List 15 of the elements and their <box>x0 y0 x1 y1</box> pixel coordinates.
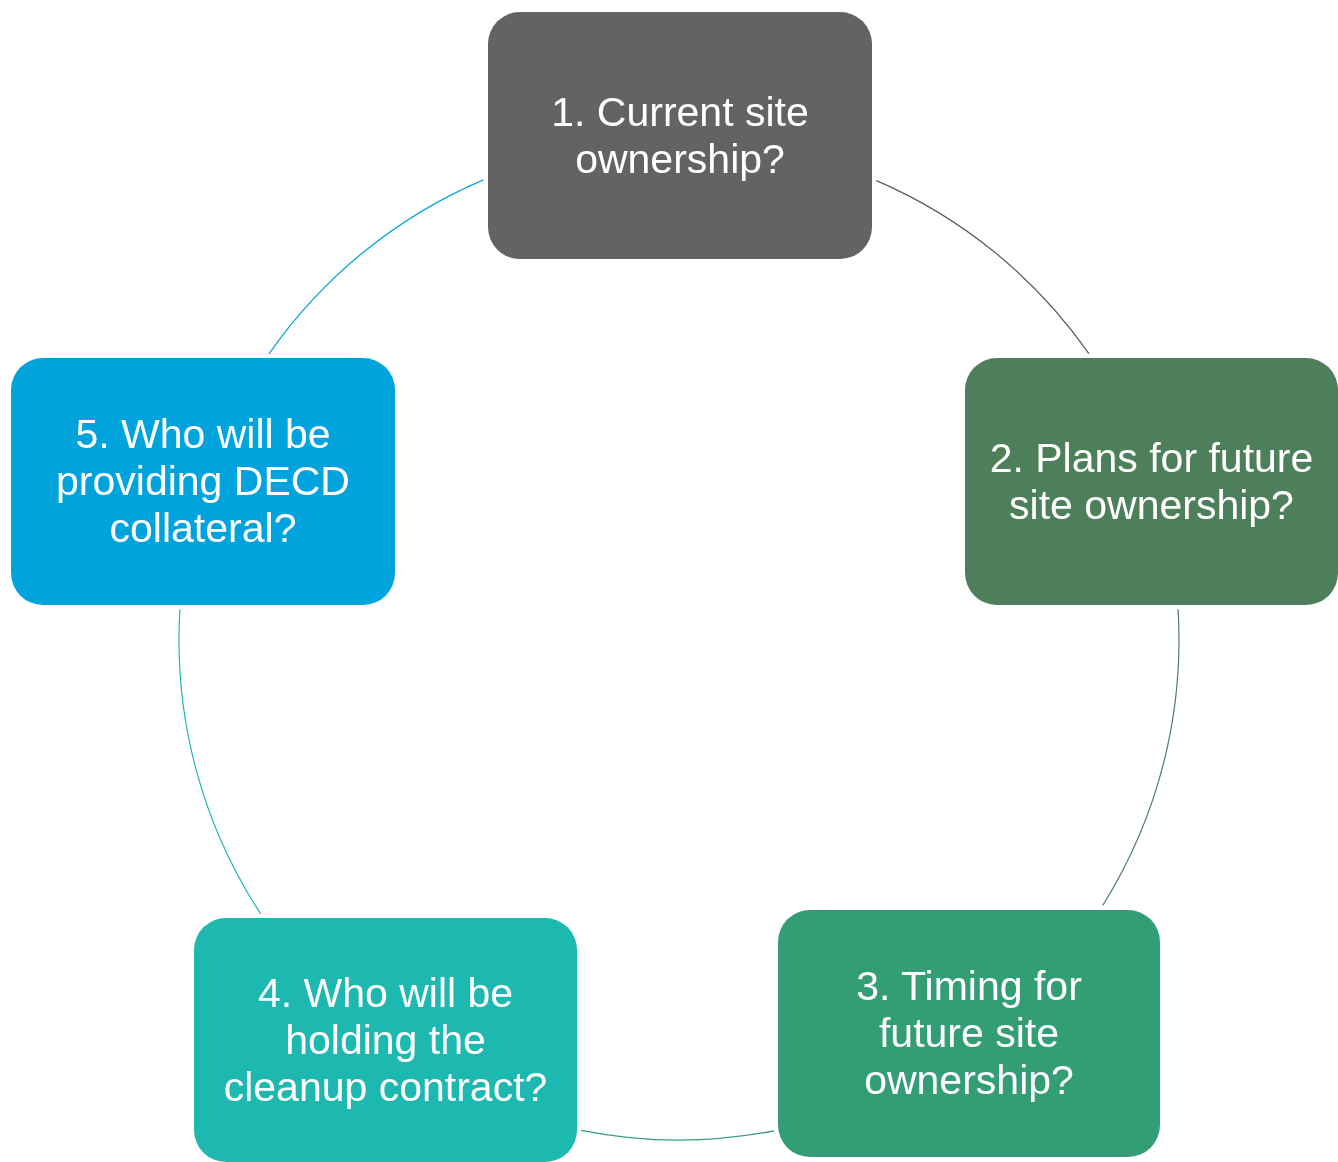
box-label: 5. Who will be providing DECD collateral? <box>55 411 351 552</box>
connector-arc <box>875 180 1090 355</box>
rounded-box <box>194 918 577 1162</box>
connector-arc <box>268 179 484 355</box>
connector-arc <box>580 1129 775 1141</box>
box-label: 1. Current site ownership? <box>550 88 810 183</box>
rounded-box <box>11 358 395 605</box>
rounded-box <box>965 358 1338 605</box>
box-label: 2. Plans for future site ownership? <box>989 434 1314 529</box>
box-label: 3. Timing for future site ownership? <box>855 963 1083 1104</box>
connector-arc <box>1102 608 1179 907</box>
rounded-box <box>778 910 1160 1157</box>
box-label: 4. Who will be holding the cleanup contract? <box>222 969 549 1111</box>
connector-arc <box>179 608 262 915</box>
rounded-box <box>488 12 872 259</box>
